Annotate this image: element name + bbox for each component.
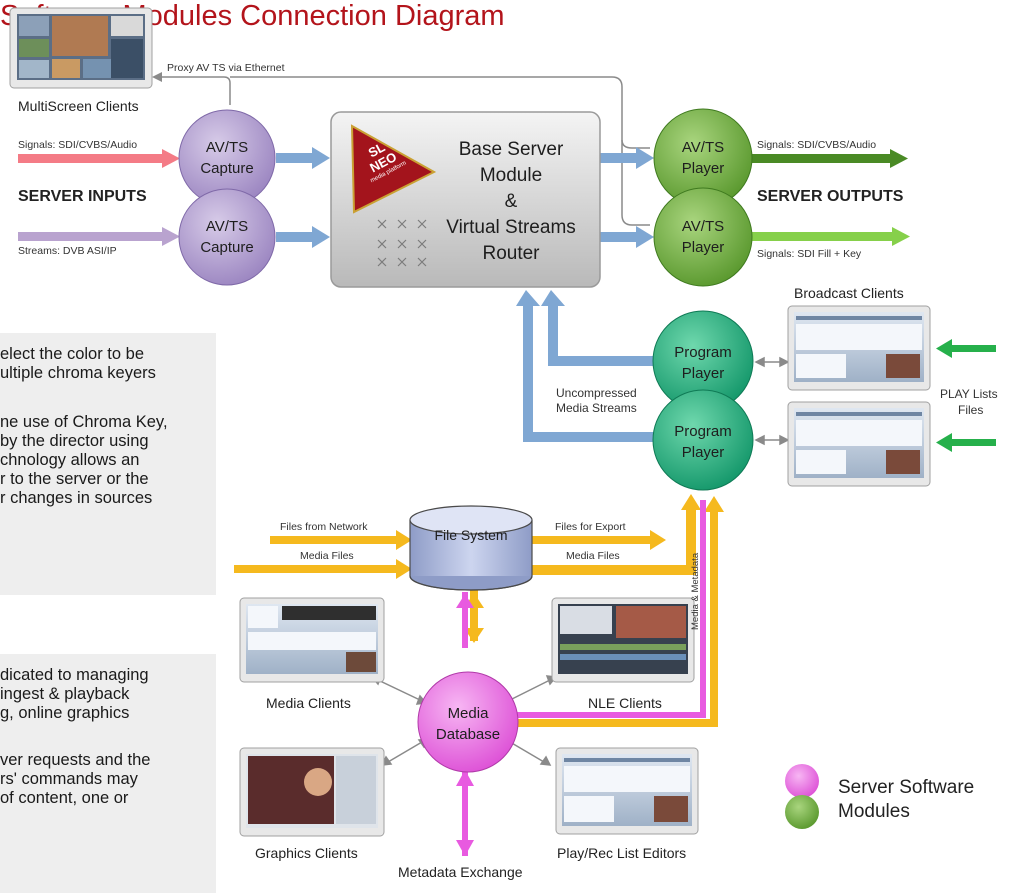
database-text: Media Database bbox=[428, 703, 508, 745]
player-node-2 bbox=[653, 187, 753, 287]
node-line: AV/TS bbox=[205, 139, 249, 156]
streams-in-label: Streams: DVB ASI/IP bbox=[18, 245, 117, 257]
multiscreen-monitor bbox=[9, 7, 153, 89]
graphics-clients-label: Graphics Clients bbox=[255, 845, 358, 861]
broadcast-clients-label: Broadcast Clients bbox=[794, 285, 904, 301]
node-line: Player bbox=[681, 365, 725, 382]
nle-clients-label: NLE Clients bbox=[588, 695, 662, 711]
text-line: r changes in sources bbox=[0, 489, 153, 507]
text-line: ultiple chroma keyers bbox=[0, 364, 156, 382]
legend-line: Server Software bbox=[838, 777, 975, 798]
program-1-text: Program Player bbox=[659, 342, 747, 384]
signals-out-label: Signals: SDI/CVBS/Audio bbox=[757, 139, 877, 151]
node-line: Router bbox=[482, 243, 540, 264]
playrec-editors-label: Play/Rec List Editors bbox=[557, 845, 687, 861]
node-line: Player bbox=[681, 444, 725, 461]
node-line: Database bbox=[435, 726, 501, 743]
text-line: elect the color to be bbox=[0, 345, 145, 363]
metadata-exchange-label: Metadata Exchange bbox=[398, 864, 523, 880]
text-line: ne use of Chroma Key, bbox=[0, 413, 168, 431]
media-clients-label: Media Clients bbox=[266, 695, 351, 711]
pink-arrows bbox=[456, 500, 706, 856]
text-line: rs' commands may bbox=[0, 770, 138, 788]
text-line: dicated to managing bbox=[0, 666, 149, 684]
capture-2-text: AV/TS Capture bbox=[187, 216, 267, 258]
node-line: Media bbox=[447, 705, 489, 722]
proxy-label: Proxy AV TS via Ethernet bbox=[167, 62, 285, 74]
base-server-box bbox=[330, 111, 601, 288]
text-line: by the director using bbox=[0, 432, 149, 450]
text-line: ver requests and the bbox=[0, 751, 151, 769]
base-server-text: Base Server Module & Virtual Streams Rou… bbox=[436, 137, 586, 267]
double-arrow-program-client bbox=[754, 356, 790, 446]
text-line: g, online graphics bbox=[0, 704, 130, 722]
node-line: & bbox=[504, 191, 518, 212]
input-arrow-signals bbox=[18, 149, 180, 168]
media-clients-monitor bbox=[239, 597, 385, 683]
signals-in-label: Signals: SDI/CVBS/Audio bbox=[18, 139, 138, 151]
legend-line: Modules bbox=[838, 801, 910, 822]
node-line: Player bbox=[681, 239, 725, 256]
node-line: Capture bbox=[200, 239, 254, 256]
node-line: Virtual Streams bbox=[446, 217, 576, 238]
text-box-top: elect the color to be ultiple chroma key… bbox=[0, 333, 216, 595]
output-arrow-fill-key bbox=[720, 227, 910, 246]
player-1-text: AV/TS Player bbox=[663, 137, 743, 179]
media-files-out-label: Media Files bbox=[566, 550, 620, 562]
node-line: Base Server bbox=[458, 139, 564, 160]
node-line: Program bbox=[674, 344, 732, 361]
uncompressed-label-2: Media Streams bbox=[556, 401, 637, 415]
node-line: AV/TS bbox=[681, 218, 725, 235]
arrow-program-to-server bbox=[516, 290, 660, 442]
node-line: AV/TS bbox=[205, 218, 249, 235]
node-line: Program bbox=[674, 423, 732, 440]
legend-text: Server Software Modules bbox=[838, 776, 974, 824]
capture-node-2 bbox=[178, 188, 276, 286]
playlists-label-2: Files bbox=[958, 403, 984, 417]
node-line: Player bbox=[681, 160, 725, 177]
files-for-export-label: Files for Export bbox=[555, 521, 626, 533]
file-system-text: File System bbox=[434, 527, 508, 543]
broadcast-client-monitor-1 bbox=[787, 305, 931, 391]
node-line: AV/TS bbox=[681, 139, 725, 156]
nle-clients-monitor bbox=[551, 597, 695, 683]
server-outputs-label: SERVER OUTPUTS bbox=[757, 188, 904, 205]
node-line: Module bbox=[479, 165, 543, 186]
program-2-text: Program Player bbox=[659, 421, 747, 463]
arrow-capture-to-server bbox=[276, 147, 330, 248]
text-line: r to the server or the bbox=[0, 470, 149, 488]
proxy-arrowhead bbox=[152, 72, 162, 82]
text-line: ingest & playback bbox=[0, 685, 130, 703]
media-metadata-label: Media & Metadata bbox=[690, 552, 701, 630]
playrec-editors-monitor bbox=[555, 747, 699, 835]
playlist-arrow bbox=[936, 339, 996, 452]
legend-pink-dot bbox=[785, 764, 819, 798]
uncompressed-label-1: Uncompressed bbox=[556, 386, 637, 400]
playlists-label-1: PLAY Lists bbox=[940, 387, 998, 401]
text-line: chnology allows an bbox=[0, 451, 140, 469]
signals-fill-label: Signals: SDI Fill + Key bbox=[757, 248, 862, 260]
file-system-cylinder bbox=[409, 505, 533, 591]
output-arrow-signals bbox=[720, 149, 908, 168]
input-arrow-streams bbox=[18, 227, 180, 246]
sl-neo-logo bbox=[350, 124, 437, 214]
router-grid bbox=[377, 219, 427, 267]
node-line: Capture bbox=[200, 160, 254, 177]
multiscreen-label: MultiScreen Clients bbox=[18, 98, 139, 114]
text-box-bottom: dicated to managing ingest & playback g,… bbox=[0, 654, 216, 893]
graphics-clients-monitor bbox=[239, 747, 385, 837]
capture-1-text: AV/TS Capture bbox=[187, 137, 267, 179]
media-files-in-label: Media Files bbox=[300, 550, 354, 562]
database-node bbox=[417, 671, 519, 773]
files-from-network-label: Files from Network bbox=[280, 521, 368, 533]
arrow-server-to-player bbox=[600, 147, 654, 248]
legend-green-dot bbox=[785, 795, 819, 829]
program-node-2 bbox=[652, 389, 754, 491]
broadcast-client-monitor-2 bbox=[787, 401, 931, 487]
player-2-text: AV/TS Player bbox=[663, 216, 743, 258]
proxy-connector bbox=[160, 76, 650, 226]
text-line: of content, one or bbox=[0, 789, 129, 807]
server-inputs-label: SERVER INPUTS bbox=[18, 188, 147, 205]
